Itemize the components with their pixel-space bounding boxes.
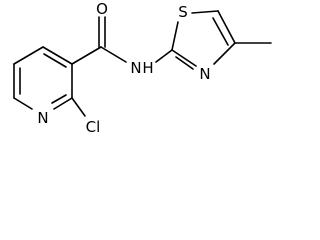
bond-double <box>51 94 67 104</box>
bond <box>13 97 33 110</box>
bond <box>53 97 73 110</box>
atom-label-chlorine: Cl <box>86 118 101 136</box>
atom-label-pyridine-n: N <box>37 109 48 127</box>
atom-label-amide-n: N <box>130 59 141 77</box>
bond <box>217 10 236 44</box>
bond <box>155 49 173 63</box>
atom-labels: O N H N Cl S N <box>37 0 210 136</box>
amide-group <box>71 16 173 65</box>
bond <box>13 46 44 65</box>
bond <box>191 10 219 14</box>
bond <box>171 49 197 67</box>
bond <box>71 46 102 65</box>
bond-double <box>175 56 194 70</box>
bond <box>213 42 236 65</box>
bond <box>171 21 179 51</box>
bond <box>71 97 86 117</box>
bond-double <box>212 17 229 46</box>
bond <box>100 46 127 63</box>
pyridine-ring <box>13 46 73 110</box>
thiazole-ring <box>171 10 272 70</box>
atom-label-sulfur: S <box>178 3 188 21</box>
atom-label-amide-h: H <box>142 59 153 77</box>
atom-label-thiazole-n: N <box>199 65 210 83</box>
chemical-structure-diagram: O N H N Cl S N <box>13 0 272 136</box>
bond <box>42 46 73 65</box>
atom-label-oxygen: O <box>96 0 108 18</box>
bond-double <box>43 53 67 68</box>
